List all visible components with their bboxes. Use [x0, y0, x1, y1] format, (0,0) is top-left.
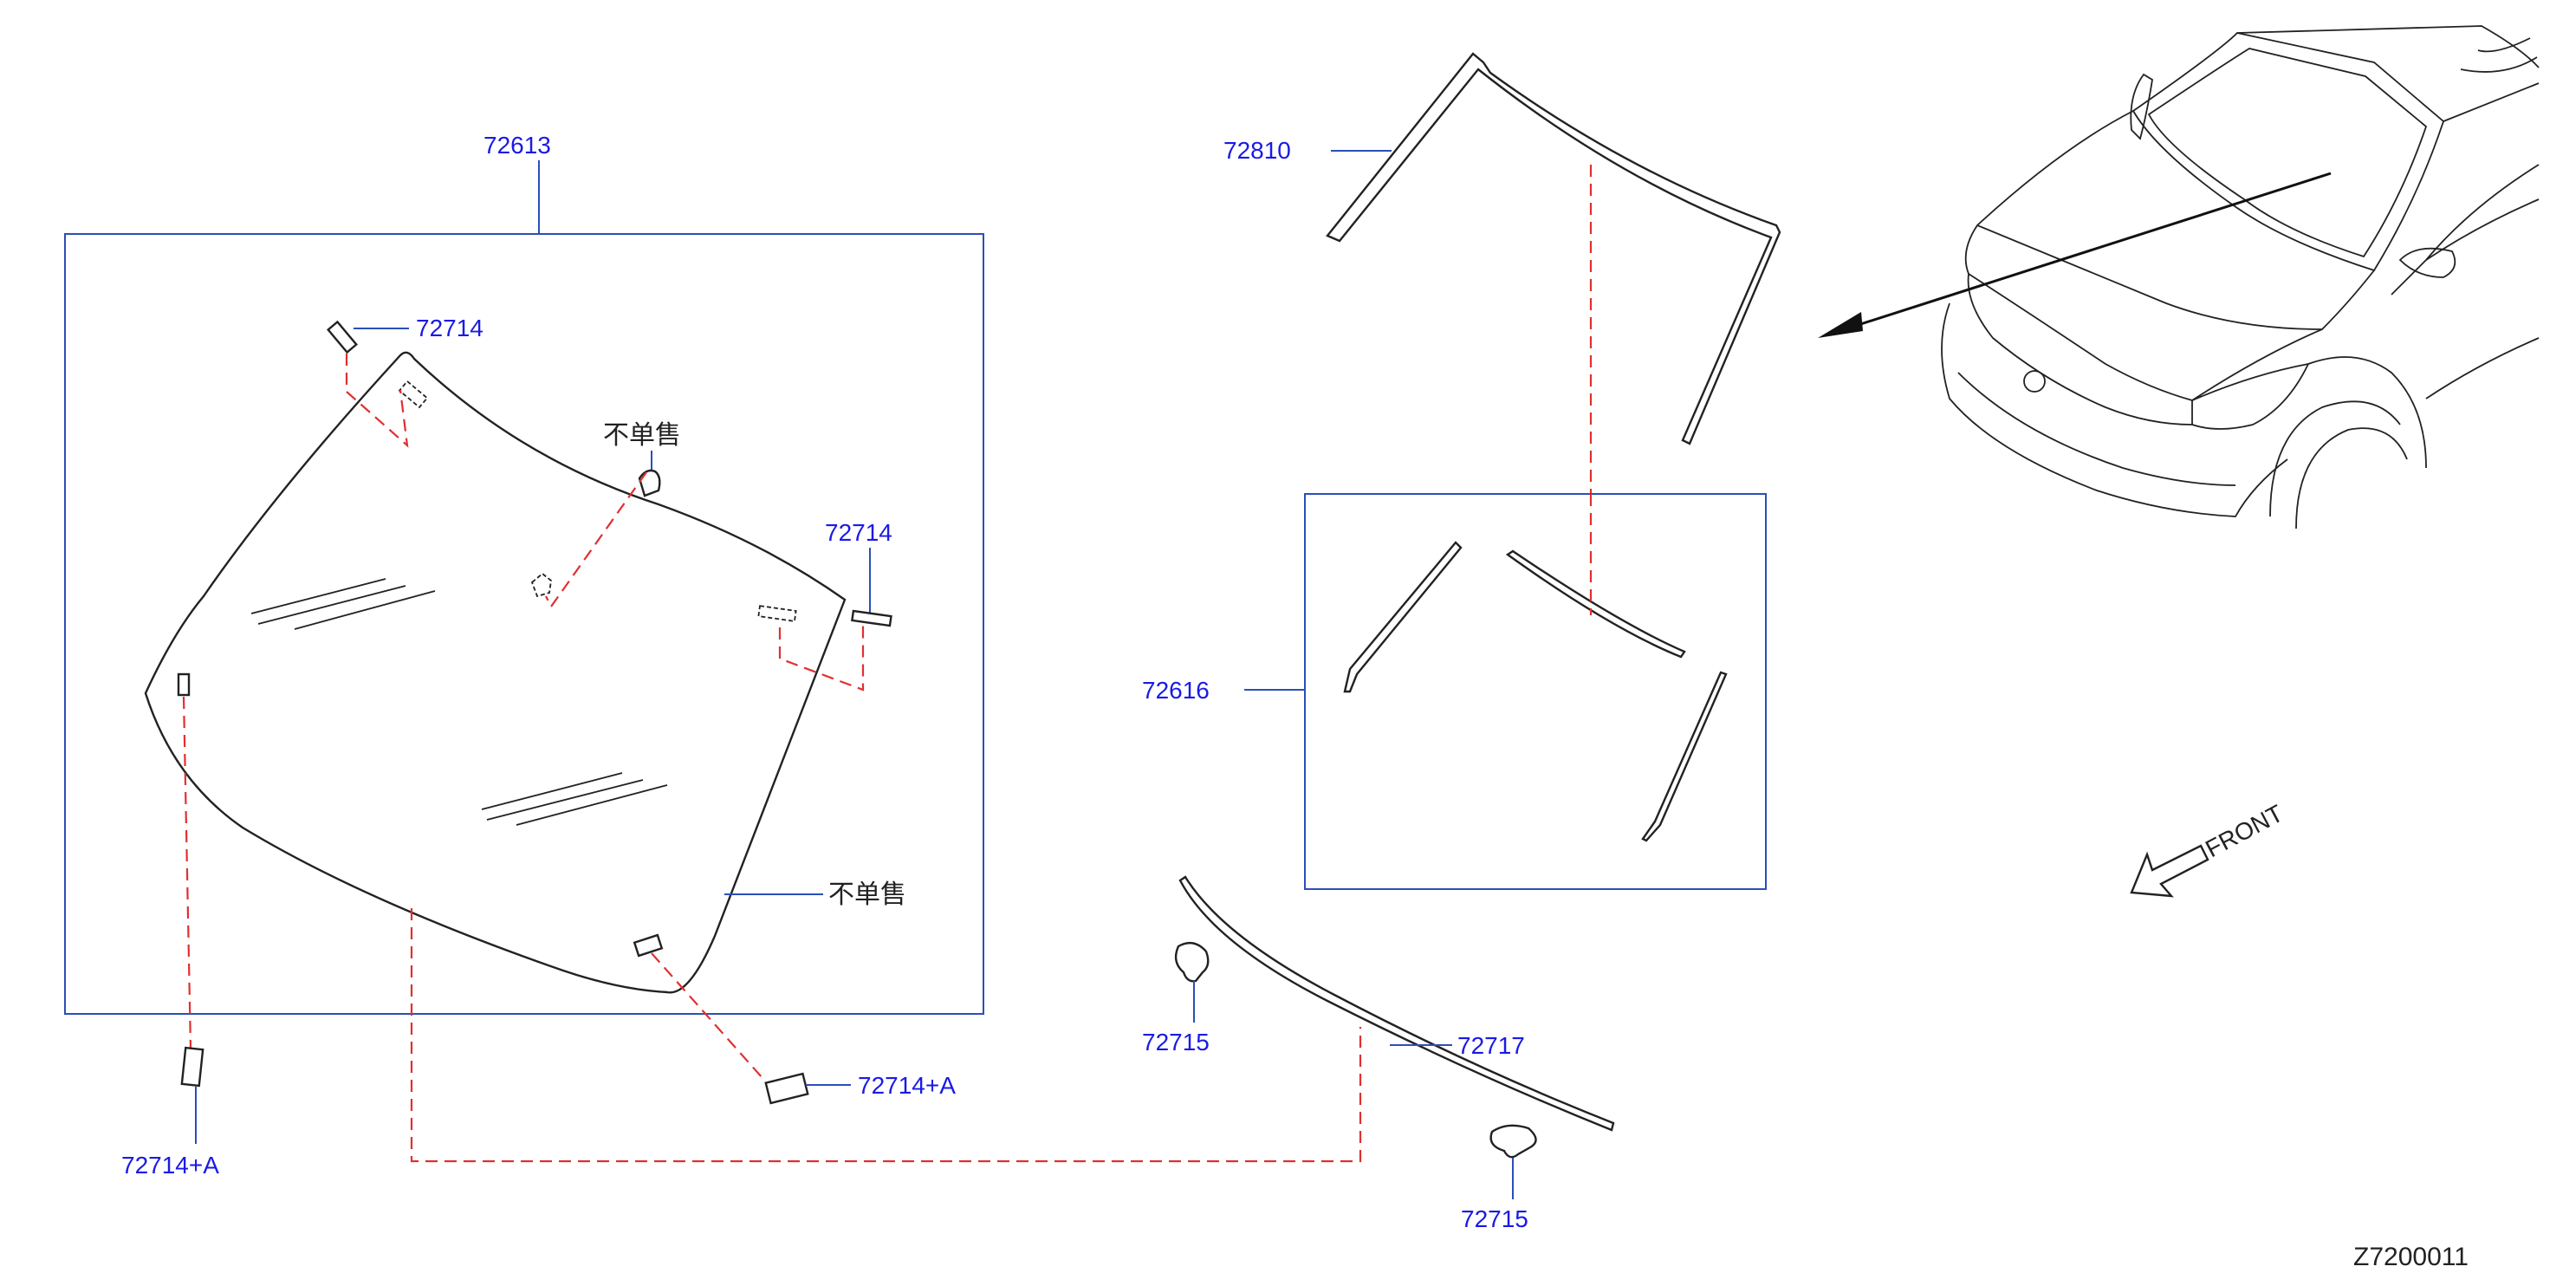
vehicle-windshield-inner — [2147, 48, 2428, 258]
glass-clip-mount-left — [177, 672, 191, 697]
vehicle-grille-top — [1967, 273, 2193, 425]
vehicle-roof — [2236, 25, 2540, 68]
glass-clip-mount-upper — [398, 380, 429, 409]
clip-bottom-left — [180, 1046, 204, 1088]
side-molding-right — [1641, 671, 1728, 842]
callout-72715-right[interactable]: 72715 — [1461, 1205, 1528, 1232]
clip-bottom-left-group: 72714+A — [121, 696, 219, 1179]
diagram-id: Z7200011 — [2353, 1243, 2469, 1271]
side-molding-left — [1343, 541, 1463, 693]
windshield-assembly-group: 72613 72714 不单售 72714 — [64, 132, 984, 1015]
not-sold-separately-right: 不单售 — [828, 880, 906, 910]
glass-clip-mount-right — [757, 605, 797, 622]
upper-molding — [1326, 52, 1781, 445]
vehicle-bumper — [1941, 302, 2288, 517]
vehicle-hood — [1964, 110, 2375, 401]
glass-clip-mount-bottom — [633, 933, 664, 958]
rain-sensor-cover — [638, 469, 661, 497]
vehicle-locator — [1818, 25, 2540, 529]
vehicle-pointer-arrowhead — [1818, 312, 1863, 338]
clip-bottom-right-group: 72714+A — [651, 952, 956, 1105]
vehicle-headlight — [2191, 362, 2310, 430]
guide-clip-bottom-left — [182, 696, 192, 1049]
guide-sensor — [545, 471, 647, 609]
glass-reflection-lower — [481, 772, 668, 826]
guide-clip-bottom-right — [651, 952, 763, 1079]
vehicle-emblem — [2023, 370, 2046, 393]
clip-bottom-right — [764, 1072, 809, 1105]
vehicle-mirror — [2130, 73, 2153, 140]
front-arrow-icon — [2130, 844, 2209, 898]
guide-lower-seal — [410, 908, 1362, 1163]
vehicle-fender — [2269, 356, 2427, 517]
lower-seal — [1178, 875, 1615, 1132]
callout-72613[interactable]: 72613 — [483, 132, 551, 159]
clip-upper-left — [327, 320, 358, 354]
vehicle-wheel — [2295, 427, 2408, 529]
stopper-left-group: 72715 — [1142, 941, 1210, 1055]
callout-72715-left[interactable]: 72715 — [1142, 1029, 1210, 1055]
windshield-assembly-box — [64, 233, 984, 1015]
callout-72717[interactable]: 72717 — [1457, 1032, 1525, 1059]
not-sold-separately-top: 不单售 — [603, 420, 681, 451]
vehicle-hood-line — [1976, 224, 2323, 330]
callout-72714A-right[interactable]: 72714+A — [858, 1072, 956, 1099]
front-indicator: FRONT — [2130, 800, 2287, 898]
clip-right — [851, 609, 892, 627]
vehicle-pointer-arrow — [1827, 172, 2332, 336]
lower-seal-group: 72717 — [1178, 875, 1615, 1132]
callout-72714A-left[interactable]: 72714+A — [121, 1152, 219, 1179]
callout-72714-right[interactable]: 72714 — [825, 519, 892, 546]
callout-72810[interactable]: 72810 — [1223, 137, 1291, 164]
glass-reflection-upper — [250, 578, 436, 630]
front-label: FRONT — [2201, 800, 2287, 863]
vehicle-windshield — [2132, 32, 2445, 272]
stopper-right — [1489, 1124, 1537, 1159]
upper-molding-group: 72810 — [1223, 52, 1781, 494]
side-molding-top — [1505, 549, 1686, 659]
vehicle-sunroof — [2460, 37, 2538, 73]
vehicle-bumper-line — [1957, 372, 2236, 486]
guide-clip-upper-left — [345, 354, 409, 448]
side-molding-set-group: 72616 — [1142, 493, 1767, 890]
callout-72714-upper-left[interactable]: 72714 — [416, 315, 483, 341]
vehicle-side-body — [2391, 82, 2540, 399]
vehicle-side-mirror — [2398, 247, 2456, 278]
callout-72616[interactable]: 72616 — [1142, 677, 1210, 704]
stopper-right-group: 72715 — [1461, 1124, 1537, 1232]
stopper-left — [1174, 941, 1210, 983]
side-molding-set-box — [1304, 493, 1767, 890]
windshield-glass — [144, 351, 847, 994]
glass-sensor-mount — [530, 572, 552, 598]
